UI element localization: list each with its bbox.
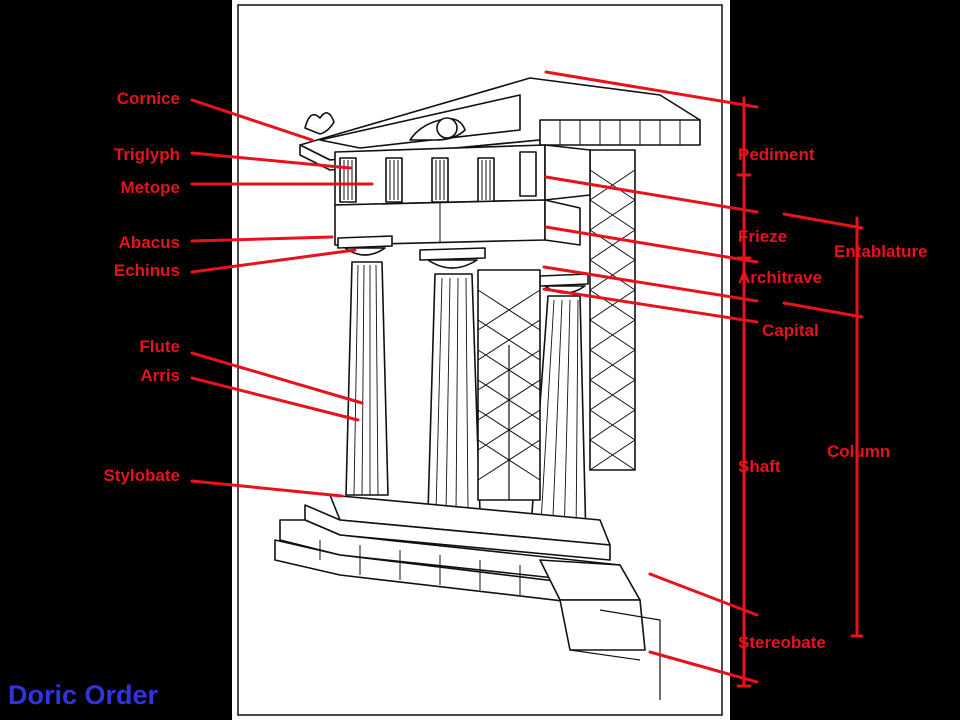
column-shafts <box>345 261 587 541</box>
label-echinus: Echinus <box>113 261 180 280</box>
bracket-column-mid <box>782 301 864 319</box>
frieze-band <box>334 144 591 206</box>
steps <box>274 494 661 700</box>
leader-echinus <box>190 248 357 274</box>
illustration-frame <box>237 4 723 716</box>
leader-pediment <box>544 70 759 109</box>
page-title: Doric Order <box>8 680 159 710</box>
leader-abacus <box>190 235 334 243</box>
label-frieze: Frieze <box>738 227 788 246</box>
temple-illustration <box>274 77 701 700</box>
bracket-column-top <box>782 212 864 230</box>
leader-capital <box>542 265 759 303</box>
label-stylobate: Stylobate <box>103 466 180 485</box>
leader-capital-2 <box>542 287 759 324</box>
leader-stereobate-2 <box>648 650 759 684</box>
leader-stylobate <box>190 479 344 498</box>
side-grille <box>589 149 636 471</box>
label-pediment: Pediment <box>738 145 815 164</box>
leader-arris <box>190 376 360 422</box>
label-abacus: Abacus <box>118 233 180 252</box>
leader-architrave <box>544 225 759 264</box>
label-metope: Metope <box>120 178 181 197</box>
leader-cornice <box>190 98 314 142</box>
bracket-lines <box>736 96 864 688</box>
label-cornice: Cornice <box>116 89 180 108</box>
door-grille <box>477 269 541 501</box>
label-column: Column <box>827 442 891 461</box>
label-flute: Flute <box>139 337 180 356</box>
leader-lines <box>190 70 759 684</box>
leader-stereobate <box>648 572 759 617</box>
leader-frieze <box>544 175 759 214</box>
label-arris: Arris <box>140 366 180 385</box>
label-triglyph: Triglyph <box>113 145 180 164</box>
leader-flute <box>190 351 364 405</box>
label-stereobate: Stereobate <box>738 633 826 652</box>
label-architrave: Architrave <box>738 268 823 287</box>
label-capital: Capital <box>762 321 819 340</box>
label-shaft: Shaft <box>738 457 781 476</box>
label-entablature: Entablature <box>834 242 928 261</box>
architrave-band <box>334 199 581 246</box>
leader-triglyph <box>190 151 352 170</box>
